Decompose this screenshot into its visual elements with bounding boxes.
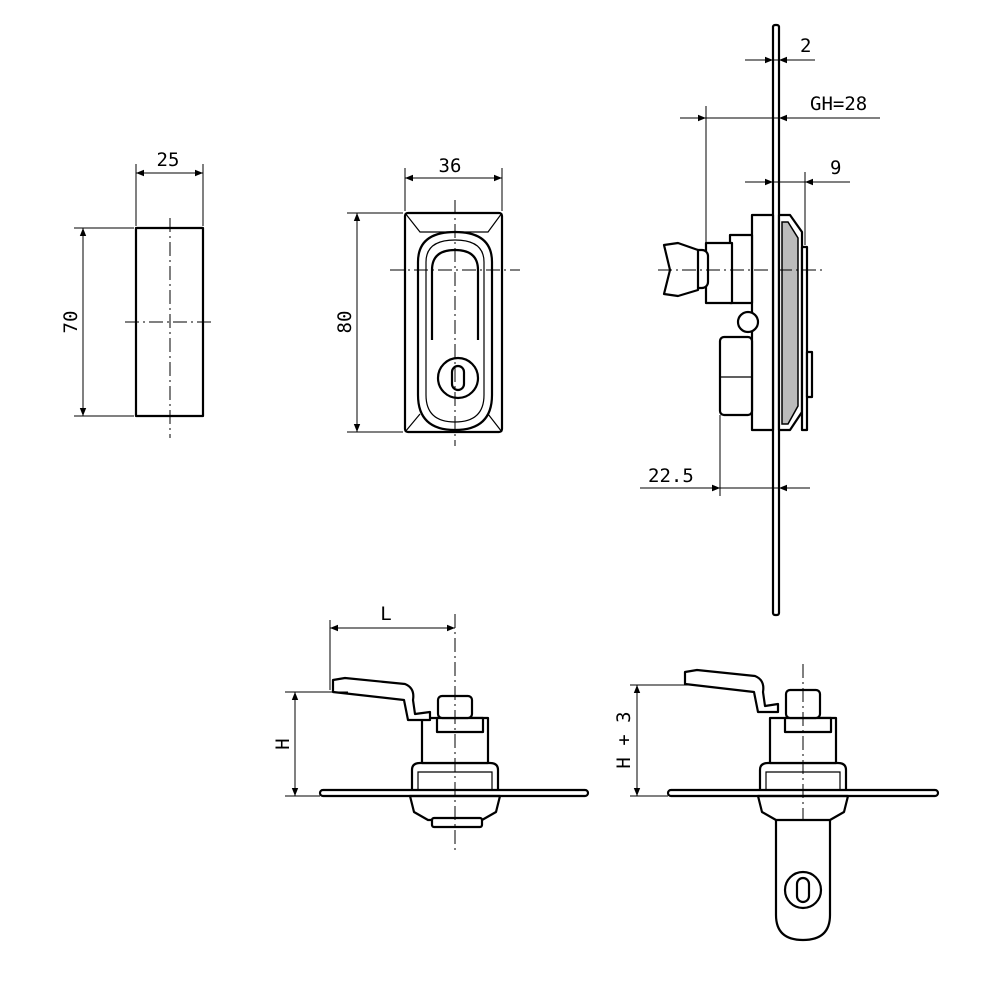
dim-panel-thickness-2: 2 xyxy=(800,35,811,57)
dim-offset-22-5: 22.5 xyxy=(648,465,694,487)
dim-lever-height-h-plus-3: H + 3 xyxy=(613,711,635,768)
dim-lever-length-l: L xyxy=(380,603,391,625)
dim-bezel-depth-9: 9 xyxy=(830,157,841,179)
dim-grip-height-gh28: GH=28 xyxy=(810,93,867,115)
dim-lever-height-h: H xyxy=(272,738,294,749)
dim-height-70: 70 xyxy=(60,311,82,334)
view-lever-blank: L H xyxy=(272,603,590,852)
view-blank-front: 25 70 xyxy=(60,149,212,438)
view-handle-front: 36 80 xyxy=(334,155,520,446)
view-lever-handle: H + 3 xyxy=(613,664,940,942)
dim-width-25: 25 xyxy=(157,149,180,171)
dim-height-80: 80 xyxy=(334,311,356,334)
dim-width-36: 36 xyxy=(439,155,462,177)
view-side: 2 GH=28 9 22.5 xyxy=(640,23,880,617)
